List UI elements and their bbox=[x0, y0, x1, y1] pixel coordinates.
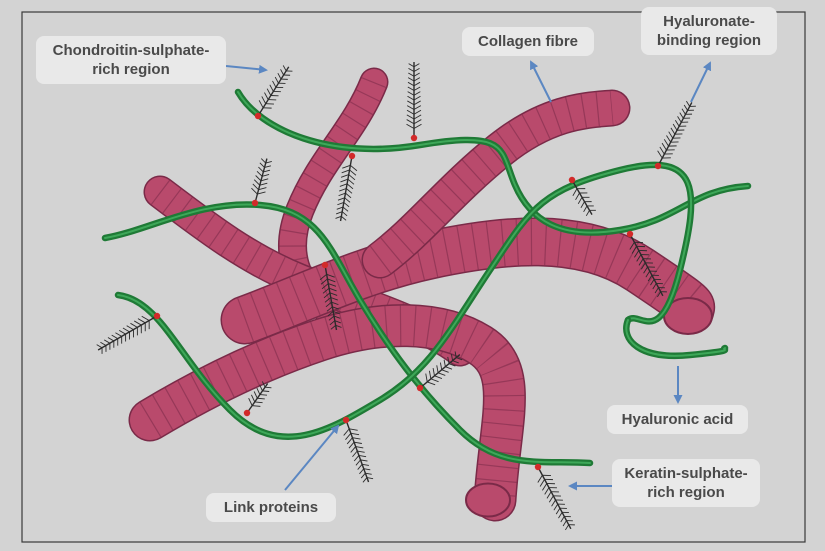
label-hyaluronate-binding: Hyaluronate- binding region bbox=[641, 7, 777, 55]
label-hyaluronate-line2: binding region bbox=[650, 31, 768, 50]
label-keratin-sulphate: Keratin-sulphate- rich region bbox=[612, 459, 760, 507]
pg-bristle-3-link-protein bbox=[349, 153, 355, 159]
pg-bristle-6-link-protein bbox=[569, 177, 575, 183]
label-chondroitin-sulphate: Chondroitin-sulphate- rich region bbox=[36, 36, 226, 84]
collagen-fibre-end-1 bbox=[466, 484, 510, 517]
pg-bristle-12-link-protein bbox=[343, 417, 349, 423]
pg-bristle-11-link-protein bbox=[417, 385, 423, 391]
pg-bristle-13-link-protein bbox=[535, 464, 541, 470]
pg-bristle-10-link-protein bbox=[244, 410, 250, 416]
label-hyaluronic-acid: Hyaluronic acid bbox=[607, 405, 748, 434]
pg-bristle-2-link-protein bbox=[411, 135, 417, 141]
label-link-proteins: Link proteins bbox=[206, 493, 336, 522]
pg-bristle-5-link-protein bbox=[655, 163, 661, 169]
label-chondroitin-line2: rich region bbox=[45, 60, 217, 79]
pg-bristle-8-link-protein bbox=[322, 262, 328, 268]
label-keratin-line2: rich region bbox=[621, 483, 751, 502]
pg-bristle-7-link-protein bbox=[627, 231, 633, 237]
label-chondroitin-line1: Chondroitin-sulphate- bbox=[45, 41, 217, 60]
label-keratin-line1: Keratin-sulphate- bbox=[621, 464, 751, 483]
label-hyaluronate-line1: Hyaluronate- bbox=[650, 12, 768, 31]
label-collagen-text: Collagen fibre bbox=[471, 32, 585, 51]
pg-bristle-9-link-protein bbox=[154, 313, 160, 319]
label-link-text: Link proteins bbox=[215, 498, 327, 517]
label-hyaluronic-text: Hyaluronic acid bbox=[616, 410, 739, 429]
pg-bristle-4-link-protein bbox=[252, 200, 258, 206]
label-collagen-fibre: Collagen fibre bbox=[462, 27, 594, 56]
pg-bristle-1-link-protein bbox=[255, 113, 261, 119]
